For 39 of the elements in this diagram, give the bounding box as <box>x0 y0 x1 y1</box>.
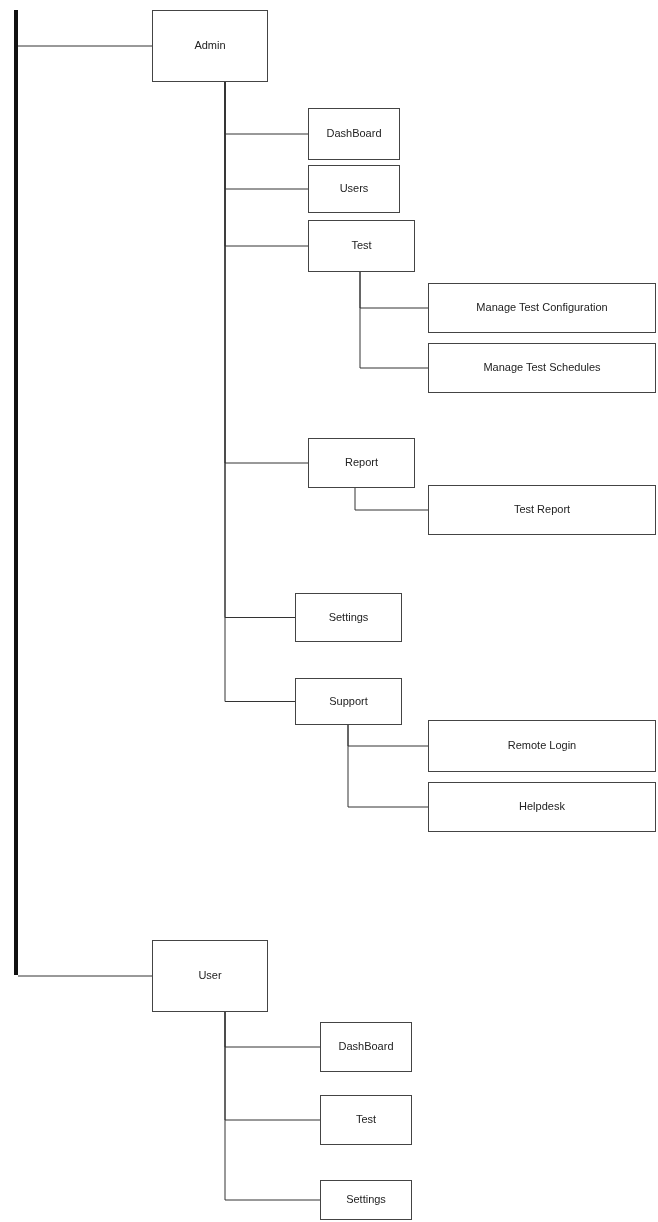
node-label: Remote Login <box>507 739 577 753</box>
node-label: Settings <box>346 1193 386 1207</box>
connector-line <box>359 271 429 369</box>
node-label: DashBoard <box>338 1040 394 1054</box>
node-label: User <box>198 969 222 983</box>
menu-box <box>320 1180 412 1220</box>
menu-box <box>308 165 400 213</box>
menu-box <box>295 593 402 642</box>
menu-box <box>320 1095 412 1145</box>
connector-line <box>354 487 429 511</box>
root-bar <box>14 10 18 975</box>
menu-box <box>152 10 268 82</box>
node-label: Manage Test Configuration <box>476 301 608 315</box>
menu-box <box>152 940 268 1012</box>
menu-box <box>320 1022 412 1072</box>
node-label: Test <box>351 239 372 253</box>
connector-line <box>17 975 153 977</box>
connector-line <box>347 724 429 808</box>
node-label: Users <box>339 182 369 196</box>
menu-box <box>428 283 656 333</box>
node-label: Helpdesk <box>519 800 565 814</box>
menu-box <box>428 485 656 535</box>
node-label: Admin <box>194 39 226 53</box>
connector-line <box>17 45 153 47</box>
menu-box <box>428 782 656 832</box>
menu-box <box>428 343 656 393</box>
menu-box <box>308 220 415 272</box>
menu-box <box>295 678 402 725</box>
menu-box <box>308 438 415 488</box>
node-label: Manage Test Schedules <box>483 361 601 375</box>
menu-box <box>428 720 656 772</box>
node-label: Settings <box>328 610 369 625</box>
node-label: Test <box>355 1113 377 1127</box>
menu-box <box>308 108 400 160</box>
node-label: Support <box>329 694 368 709</box>
connector-line <box>224 1011 321 1201</box>
node-label: Report <box>345 456 378 470</box>
node-label: Test Report <box>513 503 571 517</box>
node-label: DashBoard <box>326 127 382 141</box>
